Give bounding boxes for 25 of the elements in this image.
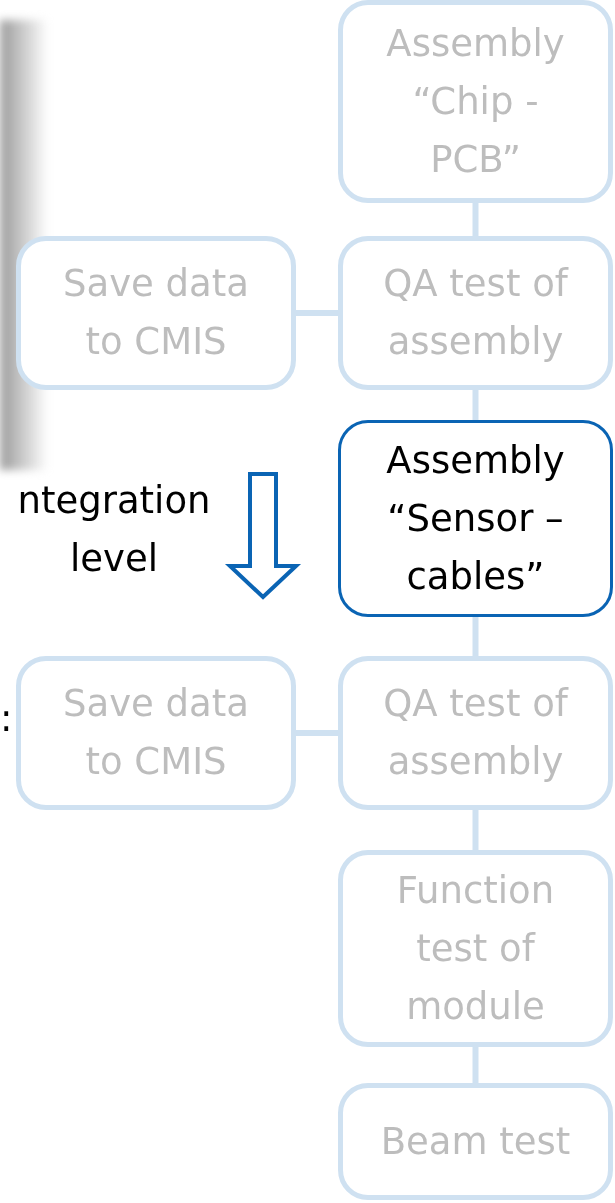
step-label: QA test of assembly (382, 681, 570, 785)
connector-line (472, 1047, 479, 1083)
step-label: Beam test (380, 1118, 571, 1165)
process-box (16, 236, 296, 390)
connector-line (472, 203, 479, 236)
connector-line (296, 730, 338, 736)
step-label: QA test of assembly (382, 261, 570, 365)
connector-line (472, 390, 479, 420)
process-box (338, 656, 613, 810)
process-box (338, 420, 613, 617)
annotation-text: : (0, 696, 10, 742)
process-box (338, 850, 613, 1047)
annotation-text: ntegration level (16, 478, 212, 582)
process-box (338, 1083, 613, 1200)
connector-line (472, 617, 479, 656)
step-label: Save data to CMIS (62, 261, 250, 365)
step-label: Assembly “Chip - PCB” (385, 20, 566, 183)
step-label: Assembly “Sensor – cables” (385, 437, 566, 600)
connector-line (472, 810, 479, 850)
process-box (16, 656, 296, 810)
connector-line (296, 310, 338, 316)
process-box (338, 236, 613, 390)
process-box (338, 0, 613, 203)
step-label: Save data to CMIS (62, 681, 250, 785)
step-label: Function test of module (395, 867, 556, 1030)
